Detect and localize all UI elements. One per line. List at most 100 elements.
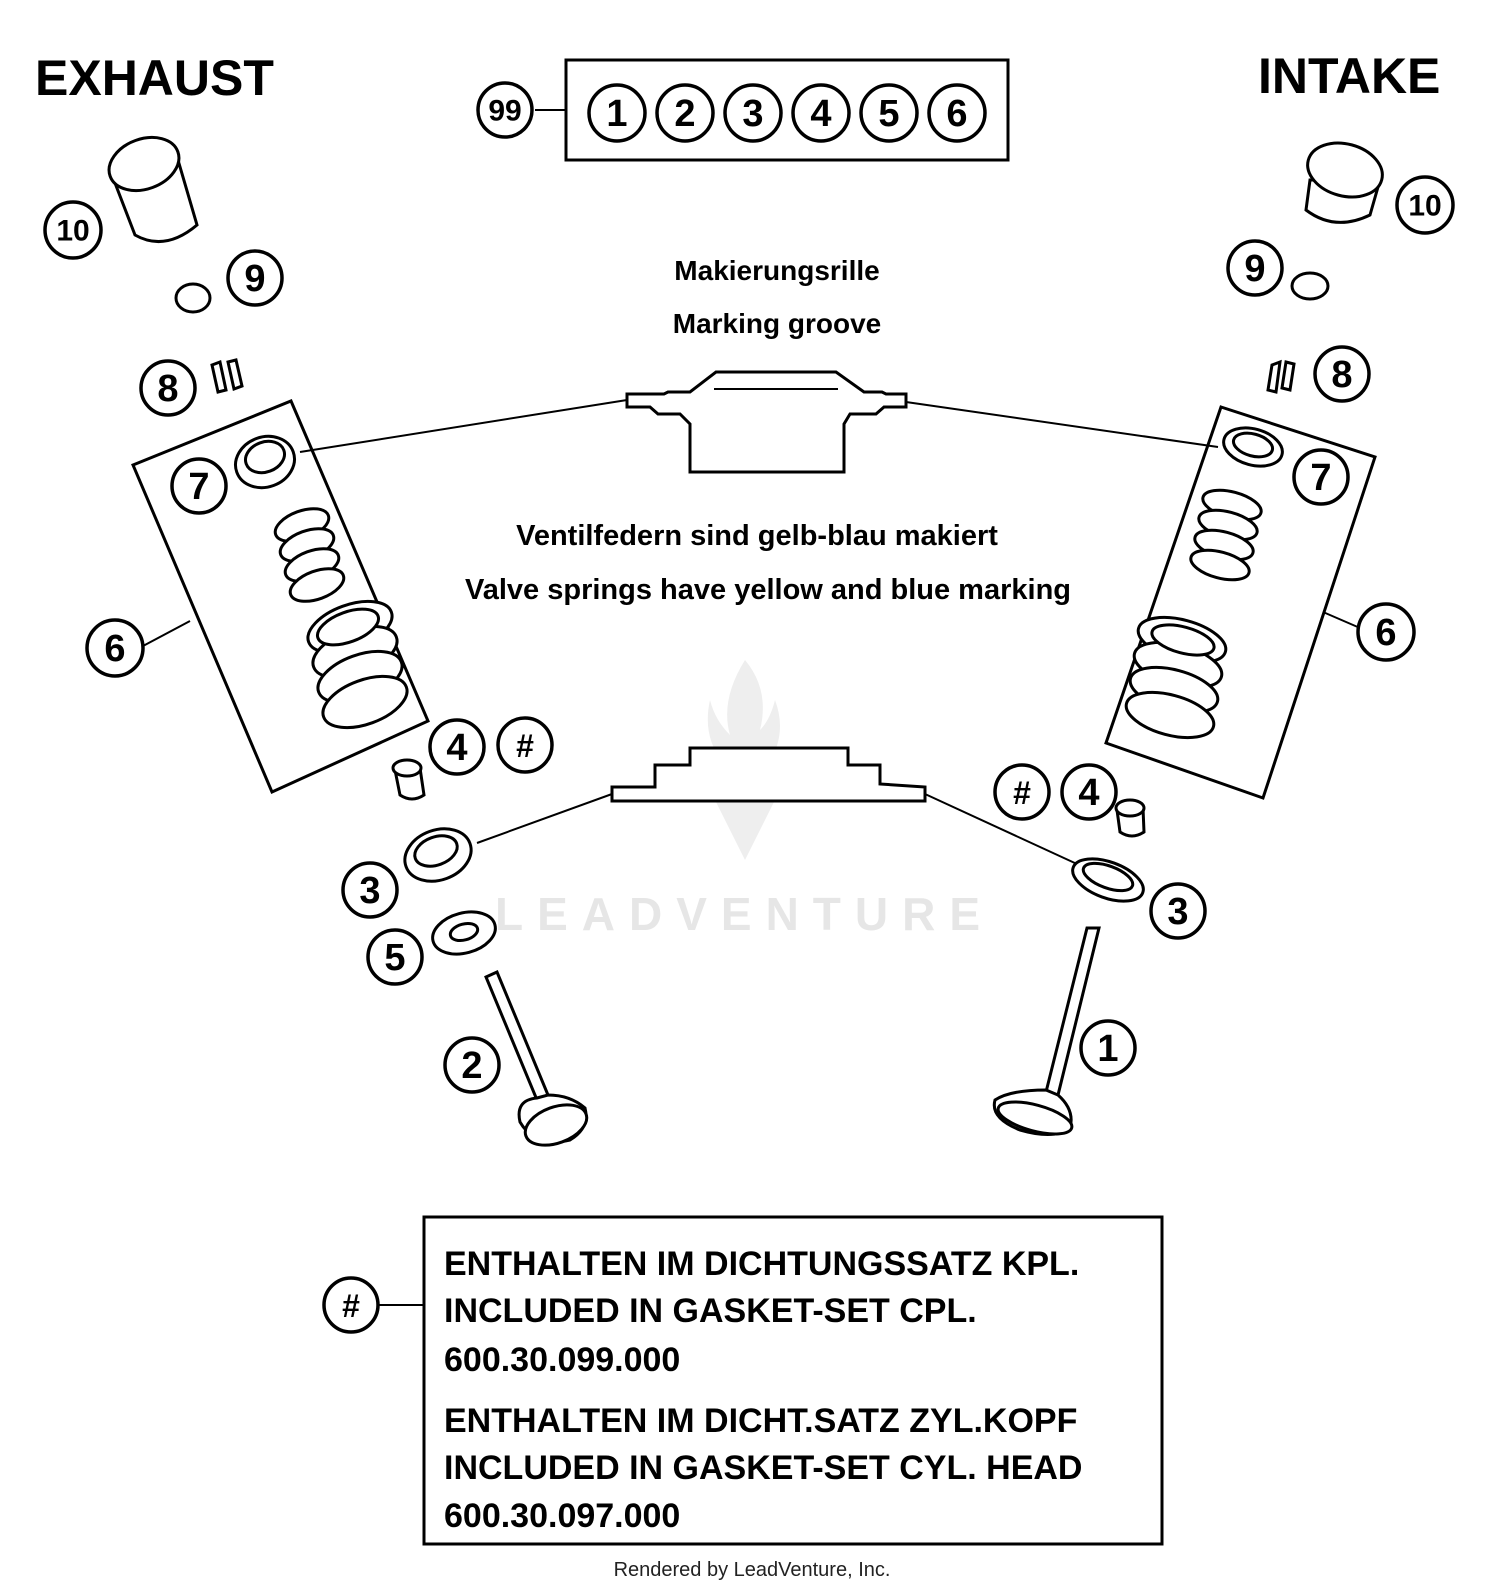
exhaust-inner-spring (273, 507, 346, 603)
intake-callout-7-label: 7 (1310, 457, 1331, 499)
intake-callout-4 (1060, 763, 1118, 821)
kit-item-5 (859, 83, 919, 143)
intake-bucket-tappet (1304, 141, 1384, 224)
kit-box: 99 1 2 3 4 5 6 (476, 58, 1010, 162)
kit-item-3-label: 3 (742, 93, 763, 135)
exhaust-callout-4 (428, 718, 486, 776)
exhaust-callout-6 (85, 618, 145, 678)
marking-groove-de: Makierungsrille (674, 255, 879, 286)
kit-item-1-label: 1 (606, 93, 627, 135)
leader-seal-left (476, 793, 613, 844)
exhaust-callout-7 (170, 457, 228, 515)
note-line-1: ENTHALTEN IM DICHTUNGSSATZ KPL. (444, 1245, 1079, 1283)
intake-callout-10 (1395, 175, 1455, 235)
exhaust-callout-9-label: 9 (244, 258, 265, 300)
note-line-2: INCLUDED IN GASKET-SET CPL. (444, 1292, 977, 1330)
leader-retainer-right (905, 401, 1219, 448)
intake-shim (1290, 271, 1330, 301)
exhaust-callout-2 (443, 1036, 501, 1094)
exhaust-callout-7-label: 7 (188, 466, 209, 508)
exhaust-spring-box (131, 399, 430, 795)
exhaust-outer-spring (306, 599, 409, 730)
valve-seal-detail (476, 746, 1091, 871)
retainer-detail (299, 370, 1219, 474)
intake-outer-spring (1124, 615, 1228, 740)
exhaust-callout-10-label: 10 (56, 215, 89, 248)
intake-valve (992, 926, 1101, 1136)
marking-groove-en: Marking groove (673, 308, 881, 339)
intake-callout-9 (1226, 239, 1284, 297)
callout-99 (476, 81, 534, 139)
intake-callout-8-label: 8 (1331, 354, 1352, 396)
exhaust-washer (431, 910, 497, 956)
intake-callout-6 (1356, 602, 1416, 662)
kit-item-6 (927, 83, 987, 143)
intake-callout-3 (1149, 882, 1207, 940)
note-box (422, 1215, 1164, 1546)
springs-marking-en: Valve springs have yellow and blue marki… (465, 574, 1071, 606)
exhaust-title: EXHAUST (35, 50, 274, 106)
intake-spring-retainer (1222, 426, 1284, 468)
intake-callout-7 (1292, 448, 1350, 506)
intake-callout-6-label: 6 (1375, 612, 1396, 654)
note-line-4: ENTHALTEN IM DICHT.SATZ ZYL.KOPF (444, 1402, 1077, 1440)
leader-retainer-left (299, 399, 628, 453)
watermark-text: LEADVENTURE (495, 888, 994, 940)
leader-seal-right (924, 793, 1091, 871)
intake-callout-9-label: 9 (1244, 248, 1265, 290)
springs-marking-de: Ventilfedern sind gelb-blau makiert (516, 520, 998, 552)
exhaust-callout-2-label: 2 (461, 1045, 482, 1087)
intake-callout-hash (993, 763, 1051, 821)
exhaust-bucket-tappet (107, 135, 199, 243)
intake-callout-10-label: 10 (1408, 190, 1441, 223)
exhaust-valve (484, 969, 589, 1147)
kit-item-4-label: 4 (810, 93, 831, 135)
kit-item-2 (655, 83, 715, 143)
exhaust-callout-3 (341, 861, 399, 919)
exhaust-callout-hash-label: # (516, 728, 534, 764)
intake-spring-seat (1071, 857, 1145, 903)
note-line-6: 600.30.097.000 (444, 1497, 680, 1535)
intake-callout-8 (1313, 345, 1371, 403)
exhaust-callout-4-label: 4 (446, 727, 467, 769)
note-callout-hash (322, 1276, 380, 1334)
exhaust-callout-6-label: 6 (104, 628, 125, 670)
kit-item-3 (723, 83, 783, 143)
note-callout-hash-label: # (342, 1288, 360, 1324)
exhaust-callout-10 (43, 200, 103, 260)
exhaust-callout-8-label: 8 (157, 368, 178, 410)
exhaust-callout-8 (139, 359, 197, 417)
exhaust-callout-9 (226, 249, 284, 307)
intake-title: INTAKE (1258, 48, 1440, 104)
intake-inner-spring (1189, 488, 1263, 582)
kit-item-1 (587, 83, 647, 143)
exhaust-callout-5 (366, 928, 424, 986)
exhaust-shim (174, 282, 212, 314)
intake-stem-seal (1114, 798, 1146, 838)
intake-callout-1 (1079, 1019, 1137, 1077)
kit-item-5-label: 5 (878, 93, 899, 135)
kit-item-6-label: 6 (946, 93, 967, 135)
exhaust-spring-seat (403, 827, 473, 883)
exhaust-valve-keepers (210, 358, 244, 394)
exhaust-stem-seal (391, 758, 426, 801)
kit-item-4 (791, 83, 851, 143)
exhaust-spring-retainer (234, 434, 296, 490)
note-line-5: INCLUDED IN GASKET-SET CYL. HEAD (444, 1449, 1082, 1487)
intake-leader-6 (1322, 611, 1361, 629)
note-line-3: 600.30.099.000 (444, 1341, 680, 1379)
footer-credit: Rendered by LeadVenture, Inc. (614, 1559, 891, 1581)
exhaust-callout-hash (496, 716, 554, 774)
kit-item-2-label: 2 (674, 93, 695, 135)
exhaust-leader-6 (142, 620, 191, 647)
intake-valve-keepers (1266, 359, 1296, 394)
callout-99-label: 99 (488, 95, 521, 128)
exhaust-callout-5-label: 5 (384, 937, 405, 979)
intake-callout-4-label: 4 (1078, 772, 1099, 814)
intake-callout-3-label: 3 (1167, 891, 1188, 933)
kit-items-box (564, 58, 1010, 162)
exhaust-callout-3-label: 3 (359, 870, 380, 912)
gasket-set-note: # ENTHALTEN IM DICHTUNGSSATZ KPL. INCLUD… (322, 1215, 1164, 1546)
intake-callout-1-label: 1 (1097, 1028, 1118, 1070)
